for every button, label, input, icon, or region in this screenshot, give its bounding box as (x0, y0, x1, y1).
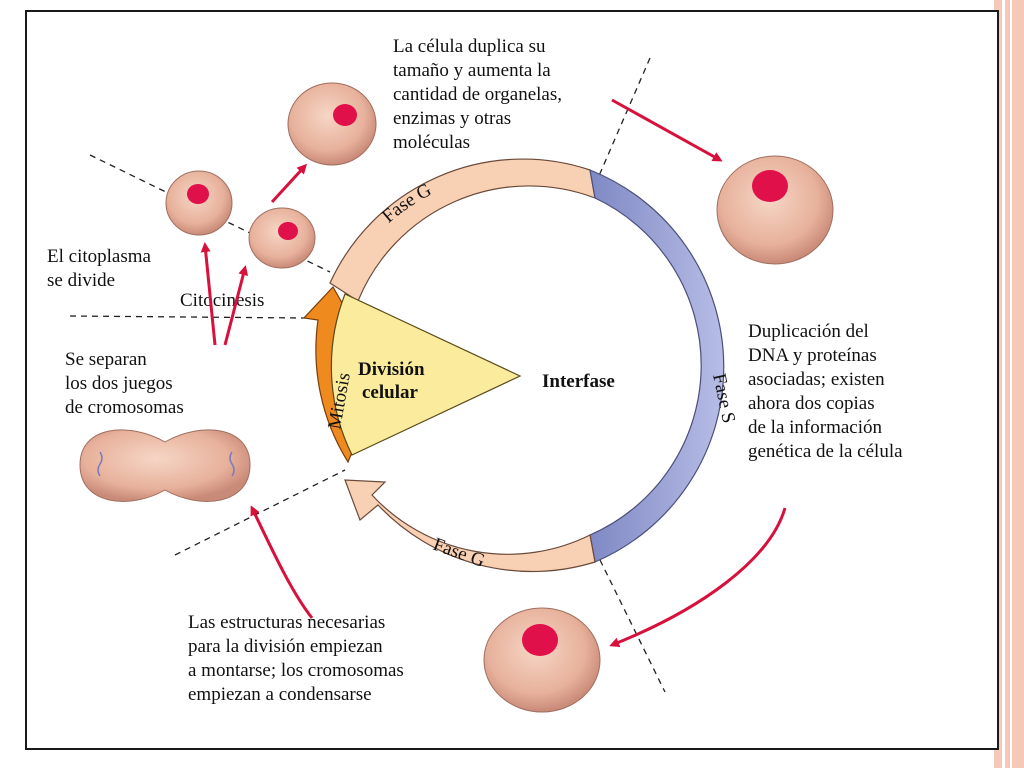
caption-line: Las estructuras necesarias (188, 612, 385, 633)
arrow-cytoplasm-right (223, 265, 249, 346)
caption-line: empiezan a condensarse (188, 684, 372, 705)
caption-cytoplasm: El citoplasma se divide (47, 246, 152, 291)
caption-line: DNA y proteínas (748, 345, 877, 366)
nucleus (333, 104, 357, 126)
caption-line: Se separan (65, 349, 147, 370)
caption-line: ahora dos copias (748, 393, 875, 414)
boundary-line-s-start (594, 57, 651, 186)
caption-line: tamaño y aumenta la (393, 60, 551, 81)
division-label-line1: División (358, 359, 425, 380)
boundary-line-mitosis (174, 469, 346, 556)
caption-dna: Duplicación del DNA y proteínas asociada… (748, 321, 903, 462)
caption-growth: La célula duplica su tamaño y aumenta la… (393, 36, 562, 153)
boundary-line-cytokinesis (69, 315, 306, 319)
nucleus (278, 222, 298, 240)
caption-line: enzimas y otras (393, 108, 511, 129)
chromosome-set-right (229, 451, 235, 477)
g1-phase-band (329, 158, 596, 302)
nucleus (752, 170, 788, 202)
caption-line: genética de la célula (748, 441, 903, 462)
g2-phase-label: Fase G (430, 534, 488, 572)
caption-line: cantidad de organelas, (393, 84, 562, 105)
caption-structures: Las estructuras necesarias para la divis… (188, 612, 404, 705)
cell-growing (287, 82, 377, 166)
caption-line: los dos juegos (65, 373, 173, 394)
caption-line: La célula duplica su (393, 36, 546, 57)
caption-separate: Se separan los dos juegos de cromosomas (65, 349, 184, 418)
slide-decoration (994, 0, 1024, 768)
caption-line: de cromosomas (65, 397, 184, 418)
division-label-line2: celular (362, 382, 418, 403)
caption-line: se divide (47, 270, 115, 291)
chromosome-set-left (97, 451, 103, 477)
s-phase-band (589, 169, 725, 563)
caption-line: moléculas (393, 132, 470, 153)
cell-large-bottom (483, 607, 601, 713)
caption-line: asociadas; existen (748, 369, 885, 390)
red-arrows (200, 98, 787, 648)
cell-small-right (248, 207, 316, 269)
nucleus (522, 624, 558, 656)
nucleus (187, 184, 209, 204)
caption-line: a montarse; los cromosomas (188, 660, 404, 681)
boundary-line-s-end (599, 559, 666, 693)
caption-line: Duplicación del (748, 321, 869, 342)
arrow-to-bottom-cell (609, 507, 787, 648)
arrow-cytoplasm-left (200, 242, 217, 346)
interphase-label: Interfase (542, 371, 615, 392)
caption-line: de la información (748, 417, 883, 438)
caption-line: El citoplasma (47, 246, 152, 267)
caption-line: para la división empiezan (188, 636, 383, 657)
division-triangle (330, 293, 522, 456)
arrow-to-large-cell (611, 98, 723, 162)
g2-phase-band (344, 479, 596, 573)
cell-large-top-right (716, 155, 834, 265)
cell-small-left (165, 170, 233, 236)
arrow-to-dividing-cell (250, 505, 314, 619)
dividing-cell (79, 429, 251, 502)
cytokinesis-label: Citocinesis (180, 290, 264, 311)
arrow-to-growing-cell (270, 163, 308, 204)
